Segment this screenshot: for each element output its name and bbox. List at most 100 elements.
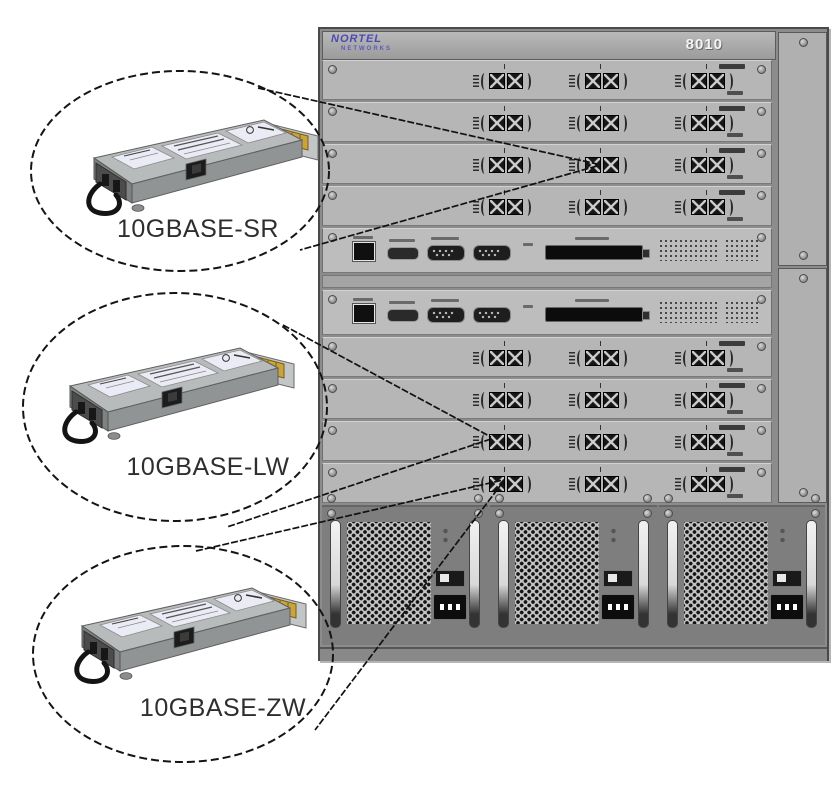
- port-group-3: [675, 187, 737, 225]
- port-number-tick: [504, 425, 505, 430]
- psu-slot-2: [490, 494, 657, 645]
- port-number-tick: [600, 425, 601, 430]
- psu-vent-grille: [683, 522, 768, 624]
- card-cage: [322, 60, 772, 503]
- xfp-port: [507, 115, 523, 131]
- bracket-icon: [621, 475, 627, 493]
- bracket-icon: [621, 72, 627, 90]
- card-submark: [727, 133, 743, 137]
- xfp-port: [585, 476, 601, 492]
- port-led-icon: [473, 436, 479, 448]
- ethernet-port: [352, 241, 376, 262]
- xfp-port: [603, 199, 619, 215]
- bracket-icon: [525, 156, 531, 174]
- led-cluster: [659, 239, 717, 261]
- screw-icon: [757, 191, 766, 200]
- card-submark: [727, 410, 743, 414]
- bracket-icon: [525, 72, 531, 90]
- port-label-bar: [353, 298, 373, 301]
- port-led-icon: [675, 394, 681, 406]
- bracket-icon: [481, 475, 487, 493]
- screw-icon: [757, 107, 766, 116]
- screw-icon: [328, 295, 337, 304]
- port-number-tick: [706, 341, 707, 346]
- led-cluster: [659, 301, 717, 323]
- xfp-port: [603, 73, 619, 89]
- port-group-3: [675, 422, 737, 460]
- xfp-port: [691, 73, 707, 89]
- port-label-bar: [353, 236, 373, 239]
- screw-icon: [757, 149, 766, 158]
- port-number-tick: [600, 467, 601, 472]
- port-group-2: [569, 187, 631, 225]
- card-submark: [727, 217, 743, 221]
- screw-icon: [757, 426, 766, 435]
- slot-4: [322, 186, 772, 226]
- bracket-icon: [683, 391, 689, 409]
- psu-vent-grille: [515, 522, 600, 624]
- port-label-bar: [389, 301, 415, 304]
- port-number-tick: [706, 190, 707, 195]
- port-number-tick: [504, 106, 505, 111]
- port-group-3: [675, 464, 737, 502]
- xfp-port: [709, 157, 725, 173]
- card-submark: [727, 368, 743, 372]
- xfp-port: [603, 157, 619, 173]
- nortel-logo: NORTEL NETWORKS: [331, 34, 392, 54]
- power-supply: [322, 494, 489, 628]
- bracket-icon: [525, 391, 531, 409]
- psu-status-leds: [779, 528, 785, 544]
- xfp-port: [691, 115, 707, 131]
- callout-label-sr: 10GBASE-SR: [116, 215, 279, 243]
- port-number-tick: [504, 341, 505, 346]
- screw-icon: [328, 342, 337, 351]
- power-supply: [658, 494, 825, 628]
- xfp-port: [585, 392, 601, 408]
- bracket-icon: [577, 114, 583, 132]
- port-group-3: [675, 103, 737, 141]
- port-number-tick: [600, 190, 601, 195]
- screw-icon: [798, 488, 808, 497]
- xfp-port: [489, 434, 505, 450]
- port-led-icon: [473, 352, 479, 364]
- port-group-2: [569, 380, 631, 418]
- screw-icon: [327, 509, 336, 518]
- switch-chassis: NORTEL NETWORKS 8010: [318, 27, 829, 661]
- port-number-tick: [600, 148, 601, 153]
- screw-icon: [757, 342, 766, 351]
- xfp-port: [691, 434, 707, 450]
- port-group-2: [569, 145, 631, 183]
- slot-5: [322, 228, 772, 273]
- card-submark: [727, 452, 743, 456]
- port-led-icon: [675, 352, 681, 364]
- port-led-icon: [675, 117, 681, 129]
- cable-management-panel-top: [778, 32, 827, 266]
- bracket-icon: [481, 72, 487, 90]
- xfp-port: [709, 199, 725, 215]
- port-number-tick: [504, 64, 505, 69]
- power-supply-bay: [322, 494, 825, 645]
- slot-label-bar: [575, 237, 609, 240]
- bracket-icon: [727, 433, 733, 451]
- line-card: [322, 379, 772, 419]
- screw-icon: [757, 468, 766, 477]
- line-card: [322, 60, 772, 100]
- bracket-icon: [577, 72, 583, 90]
- port-group-1: [473, 187, 535, 225]
- bracket-icon: [621, 349, 627, 367]
- port-group-3: [675, 61, 737, 99]
- xfp-port: [489, 476, 505, 492]
- card-model-mark: [719, 467, 745, 472]
- port-led-icon: [569, 352, 575, 364]
- port-led-icon: [675, 159, 681, 171]
- port-group-2: [569, 61, 631, 99]
- screw-icon: [757, 65, 766, 74]
- xfp-port: [603, 392, 619, 408]
- chassis-mid-divider: [322, 275, 772, 288]
- card-submark: [727, 175, 743, 179]
- bracket-icon: [621, 433, 627, 451]
- xfp-port: [585, 199, 601, 215]
- line-card: [322, 463, 772, 503]
- screw-icon: [798, 251, 808, 260]
- port-group-1: [473, 103, 535, 141]
